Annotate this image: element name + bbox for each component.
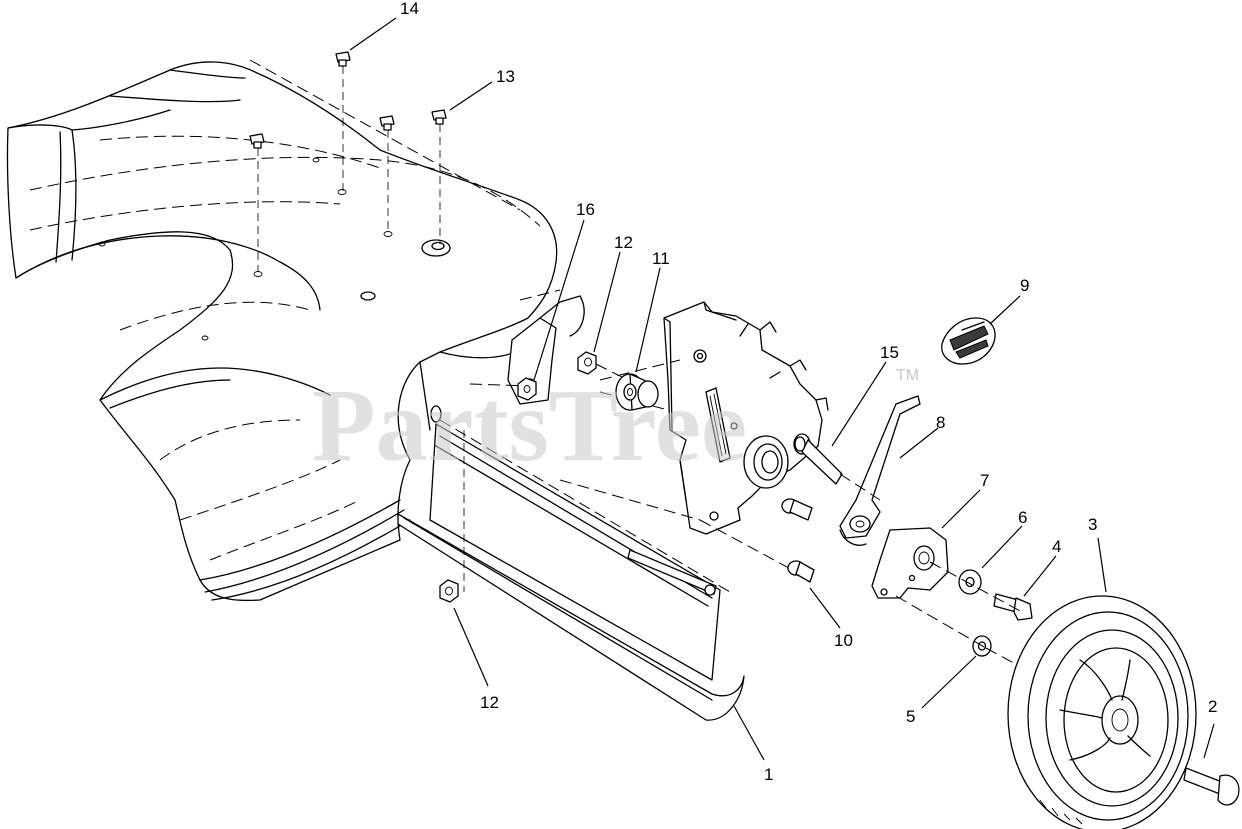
wheel-bolt (993, 593, 1033, 621)
callout-12-upper: 12 (614, 233, 633, 252)
knob (941, 317, 996, 365)
watermark-text: PartsTree (312, 368, 747, 483)
callout-16: 16 (576, 200, 595, 219)
bolt-mid (781, 498, 813, 521)
callout-8: 8 (936, 413, 945, 432)
callout-12-lower: 12 (480, 693, 499, 712)
callout-3: 3 (1088, 515, 1097, 534)
mower-deck (6, 59, 558, 602)
callout-7: 7 (980, 471, 989, 490)
plug-mid (379, 115, 395, 234)
callout-15: 15 (880, 343, 899, 362)
callout-4: 4 (1052, 537, 1061, 556)
callout-5: 5 (906, 707, 915, 726)
plug-left (249, 133, 265, 272)
wheel (1007, 595, 1197, 829)
callout-6: 6 (1018, 508, 1027, 527)
bushing (615, 373, 659, 411)
callout-labels: 14 13 16 12 11 9 15 8 7 6 4 3 10 12 5 2 … (400, 0, 1217, 784)
height-lever (839, 395, 921, 546)
nut-upper (577, 351, 625, 379)
watermark: PartsTree TM (312, 367, 919, 483)
callout-13: 13 (496, 67, 515, 86)
plug-right (431, 109, 447, 244)
nut-left (517, 377, 537, 401)
callout-11: 11 (652, 249, 670, 268)
leader-lines (349, 17, 1215, 761)
bolt-lower (787, 560, 815, 583)
callout-2: 2 (1208, 697, 1217, 716)
washer-large (958, 569, 982, 595)
callout-14: 14 (400, 0, 419, 18)
watermark-trademark: TM (896, 367, 919, 384)
bolt-upper (793, 433, 843, 485)
callout-1: 1 (764, 765, 773, 784)
nut-lower (439, 430, 465, 603)
rear-shield (397, 419, 745, 721)
callout-10: 10 (834, 631, 853, 650)
pivot-plate (871, 527, 949, 599)
callout-9: 9 (1020, 276, 1029, 295)
plug-top (335, 51, 351, 192)
axle-bolt (1183, 767, 1240, 806)
